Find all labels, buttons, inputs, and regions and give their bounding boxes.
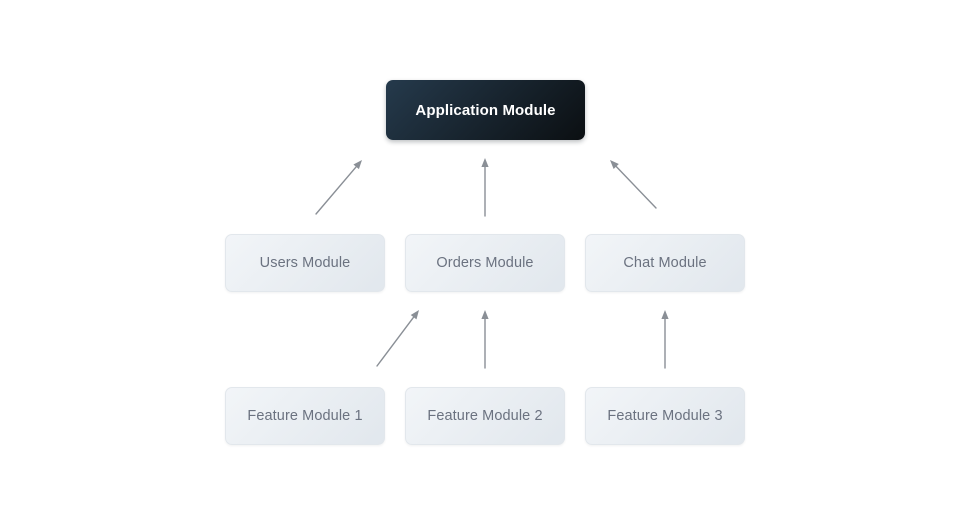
arrow-feature3-to-chat — [661, 310, 669, 369]
node-label-chat-module: Chat Module — [623, 255, 707, 271]
node-label-feature-module-1: Feature Module 1 — [247, 408, 363, 424]
node-feature-module-1[interactable]: Feature Module 1 — [225, 387, 385, 445]
arrow-feature2-to-orders — [481, 310, 489, 369]
node-label-users-module: Users Module — [259, 255, 351, 271]
arrow-chat-to-application — [610, 160, 657, 209]
arrow-feature1-to-orders — [376, 310, 419, 367]
node-label-orders-module: Orders Module — [436, 255, 534, 271]
node-feature-module-3[interactable]: Feature Module 3 — [585, 387, 745, 445]
node-label-feature-module-2: Feature Module 2 — [427, 408, 543, 424]
arrow-users-to-application — [315, 160, 362, 215]
node-label-feature-module-3: Feature Module 3 — [607, 408, 723, 424]
node-label-application-module: Application Module — [415, 101, 556, 119]
node-chat-module[interactable]: Chat Module — [585, 234, 745, 292]
node-feature-module-2[interactable]: Feature Module 2 — [405, 387, 565, 445]
node-orders-module[interactable]: Orders Module — [405, 234, 565, 292]
node-users-module[interactable]: Users Module — [225, 234, 385, 292]
arrow-orders-to-application — [481, 158, 489, 217]
node-application-module[interactable]: Application Module — [386, 80, 585, 140]
